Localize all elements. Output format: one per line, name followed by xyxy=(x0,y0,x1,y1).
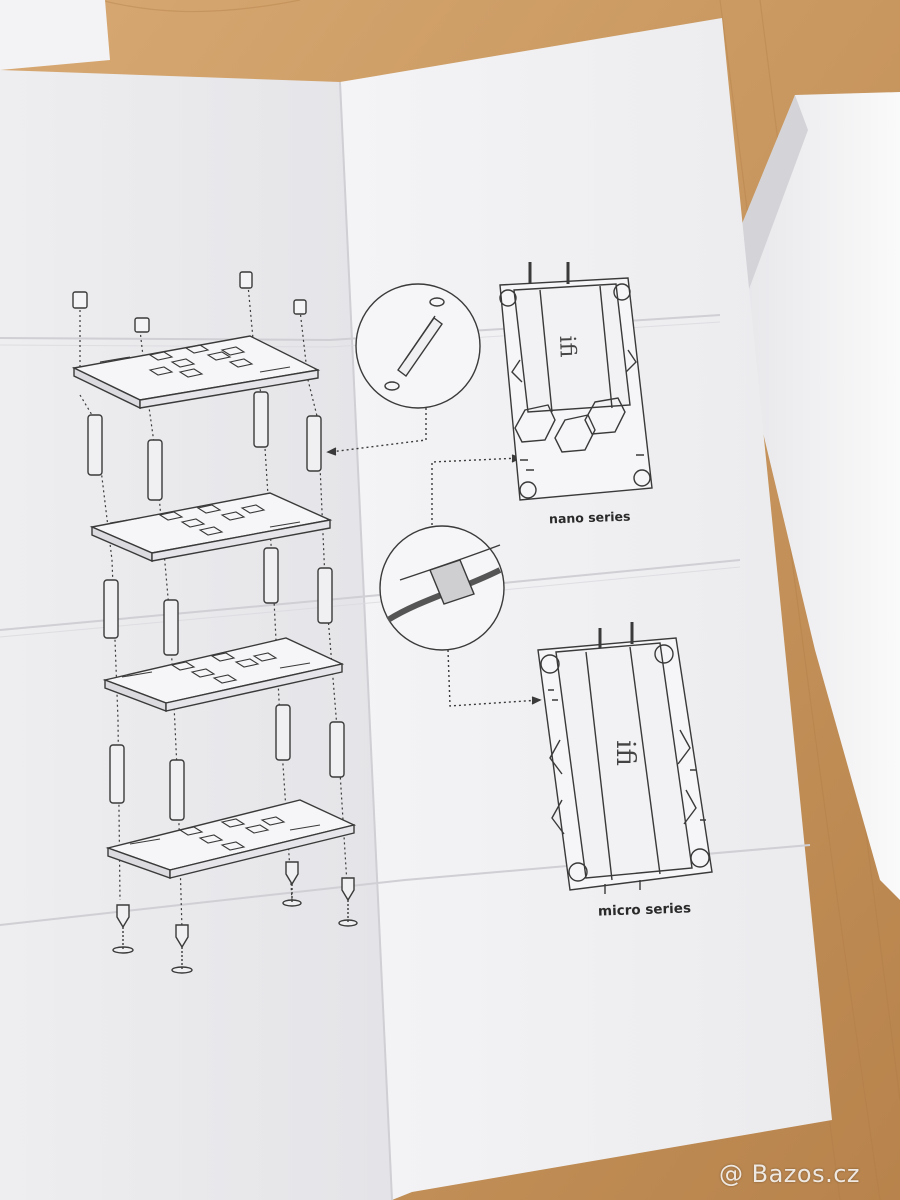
standoff-detail-circle xyxy=(326,283,481,456)
stand-exploded-diagram xyxy=(71,271,358,974)
strap-detail-circle xyxy=(379,454,542,707)
stand-plate-4 xyxy=(105,799,357,879)
watermark-text: Bazos.cz xyxy=(751,1160,860,1188)
stand-plate-3 xyxy=(102,637,345,713)
watermark-at-icon: @ xyxy=(718,1160,744,1188)
stand-plate-1 xyxy=(71,335,321,410)
micro-series-device-diagram xyxy=(537,622,713,894)
paper-left-panel xyxy=(0,70,392,1200)
micro-series-label: micro series xyxy=(597,900,692,920)
watermark: @ Bazos.cz xyxy=(719,1160,860,1188)
nano-series-device-diagram xyxy=(499,262,653,501)
nano-device-logo: ifi xyxy=(553,335,580,358)
white-box-corner xyxy=(0,0,110,70)
stand-plate-2 xyxy=(89,492,333,563)
micro-device-logo: ifi xyxy=(609,740,640,766)
nano-series-label: nano series xyxy=(548,508,631,527)
white-box-right xyxy=(725,92,900,900)
